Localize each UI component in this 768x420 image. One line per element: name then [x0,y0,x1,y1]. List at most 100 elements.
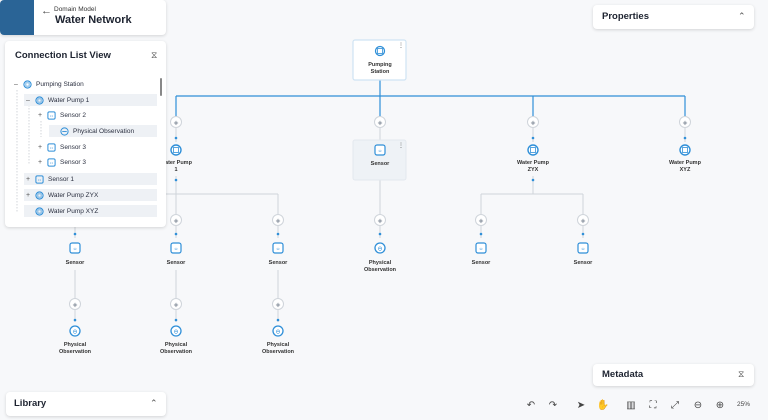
library-panel[interactable]: Library ⌃ [6,392,166,416]
pump-icon [23,79,32,89]
expand-icon[interactable]: ⤢ [671,399,679,411]
tag-icon: ◈ [577,214,589,226]
panel-title: Connection List View [15,50,111,61]
panel-title: Properties [602,11,649,22]
node-menu-icon[interactable]: ⋮ [398,43,404,49]
expand-toggle[interactable]: + [37,111,43,119]
map-icon[interactable]: ▥ [626,399,636,411]
tree-item-sensor-3[interactable]: + ‹› Sensor 3 [36,141,157,153]
node-sensor[interactable]: ‹› Sensor [167,242,187,266]
svg-text:‹›: ‹› [378,149,382,155]
svg-text:‹›: ‹› [276,247,280,253]
tag-icon: ◈ [69,298,81,310]
svg-text:⊖: ⊖ [173,330,178,336]
collapse-toggle[interactable]: – [26,96,30,104]
tree-item-water-pump-zyx[interactable]: + Water Pump ZYX [24,189,157,201]
node-sensor[interactable]: ‹› Sensor [574,242,594,266]
tree-item-label: Physical Observation [73,127,135,135]
panel-title: Library [14,398,47,409]
expand-toggle[interactable]: + [37,143,43,151]
tree-item-water-pump-xyz[interactable]: Water Pump XYZ [24,205,157,217]
tree-item-sensor-2[interactable]: + ‹› Sensor 2 [36,109,157,121]
node-label: Pumping [368,62,392,68]
canvas-toolbar: ↶ ↷ ➤ ✋ ▥ ⛶ ⤢ ⊖ ⊕ 25% [519,394,759,416]
node-label: Physical [64,342,87,348]
collapse-toggle[interactable]: – [14,80,18,88]
tree-item-sensor-1[interactable]: + ‹› Sensor 1 [24,173,157,185]
pump-icon [35,190,44,200]
node-label: XYZ [680,167,691,173]
properties-panel[interactable]: Properties ⌃ [593,5,754,29]
node-sensor[interactable]: ‹› Sensor [269,242,289,266]
node-label: Sensor [66,260,86,266]
sensor-icon: ‹› [47,157,56,167]
node-physical-observation[interactable]: ⊖ Physical Observation [364,242,397,273]
connector-dots [73,136,687,322]
svg-text:‹›: ‹› [38,177,41,182]
tree-item-water-pump-1[interactable]: – Water Pump 1 [24,94,157,106]
tag-icon: ◈ [374,116,386,128]
expand-toggle[interactable]: + [25,191,31,199]
model-thumbnail [0,0,34,35]
node-sensor[interactable]: ‹› Sensor [66,242,86,266]
node-label: Sensor [472,260,492,266]
node-pumping-station[interactable]: ⋮ Pumping Station [352,39,407,81]
metadata-panel[interactable]: Metadata ⧖ [593,364,754,386]
node-water-pump-xyz[interactable]: Water Pump XYZ [669,144,702,173]
tree-item-label: Water Pump ZYX [48,191,99,199]
node-water-pump-zyx[interactable]: Water Pump ZYX [517,144,550,173]
scrollbar[interactable] [160,78,162,96]
node-label: Physical [165,342,188,348]
undo-icon[interactable]: ↶ [526,399,536,411]
pointer-icon[interactable]: ➤ [576,399,586,411]
svg-text:‹›: ‹› [50,113,53,118]
tag-icon: ◈ [170,298,182,310]
connection-list-panel: Connection List View ⧖ – Pumping Station… [5,41,166,227]
svg-text:◈: ◈ [531,121,536,127]
tag-icon: ◈ [374,214,386,226]
tree-item-sensor-3[interactable]: + ‹› Sensor 3 [36,156,157,168]
node-label: Sensor [269,260,289,266]
sensor-icon: ‹› [35,174,44,184]
node-label: Observation [364,267,397,273]
tree-item-physical-observation[interactable]: Physical Observation [49,125,157,137]
chevron-updown-icon[interactable]: ⌃ [738,11,746,21]
node-label: Physical [267,342,290,348]
svg-text:◈: ◈ [174,219,179,225]
collapse-icon[interactable]: ⧖ [738,369,745,379]
breadcrumb[interactable]: Domain Model [54,6,96,13]
back-arrow-icon[interactable]: ← [41,5,52,17]
expand-toggle[interactable]: + [37,158,43,166]
node-label: Physical [369,260,392,266]
svg-text:◈: ◈ [683,121,688,127]
svg-text:‹›: ‹› [50,160,53,165]
tree-item-label: Sensor 3 [60,158,87,166]
zoom-in-icon[interactable]: ⊕ [715,399,725,411]
tree-item-pumping-station[interactable]: – Pumping Station [12,78,157,90]
node-label: Observation [59,349,92,355]
node-physical-observation[interactable]: ⊖ Physical Observation [262,325,295,355]
node-physical-observation[interactable]: ⊖ Physical Observation [59,325,92,355]
sensor-icon: ‹› [47,142,56,152]
svg-text:◈: ◈ [174,121,179,127]
tree-item-label: Sensor 1 [48,175,75,183]
fit-view-icon[interactable]: ⛶ [649,399,657,411]
observation-icon [60,126,69,136]
chevron-updown-icon[interactable]: ⌃ [150,398,158,408]
expand-toggle[interactable]: + [25,175,31,183]
zoom-out-icon[interactable]: ⊖ [693,399,703,411]
node-sensor-selected[interactable]: ‹› ⋮ Sensor [352,139,407,181]
svg-text:⊖: ⊖ [377,247,382,253]
collapse-icon[interactable]: ⧖ [151,50,158,60]
redo-icon[interactable]: ↷ [548,399,558,411]
node-label: 1 [174,167,177,173]
node-physical-observation[interactable]: ⊖ Physical Observation [160,325,193,355]
node-menu-icon[interactable]: ⋮ [398,143,404,149]
node-sensor[interactable]: ‹› Sensor [472,242,492,266]
node-water-pump-1[interactable]: Water Pump 1 [160,144,193,173]
hand-icon[interactable]: ✋ [596,399,610,411]
tree-item-label: Sensor 2 [60,111,87,119]
svg-text:◈: ◈ [378,219,383,225]
root-connectors [175,80,686,116]
svg-text:‹›: ‹› [174,247,178,253]
